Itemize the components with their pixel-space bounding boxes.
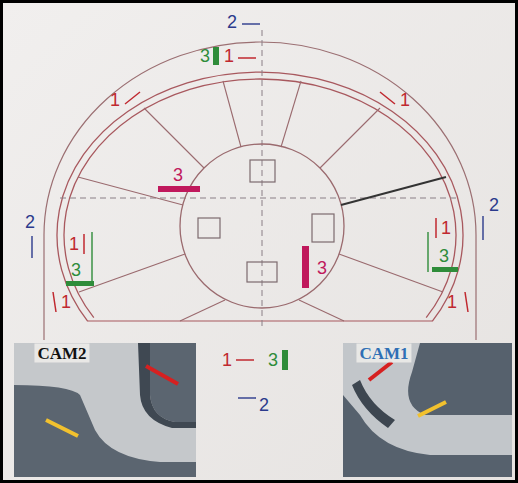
blue-marks: [32, 24, 483, 398]
green-marks: [66, 47, 458, 370]
callout-number: 3: [71, 261, 81, 279]
callout-number: 1: [447, 293, 457, 311]
cam2-photo: [14, 343, 196, 477]
callout-number: 1: [441, 219, 451, 237]
hub-circle: [180, 144, 344, 308]
callout-number: 1: [110, 91, 120, 109]
dark-spoke: [341, 177, 446, 205]
callout-number: 3: [439, 247, 449, 265]
callout-number: 2: [25, 213, 35, 231]
callout-number: 3: [317, 259, 327, 277]
outer-arc: [44, 42, 476, 340]
callout-number: 3: [268, 351, 278, 369]
callout-number: 1: [400, 91, 410, 109]
callout-number: 2: [489, 196, 499, 214]
red-marks: [53, 58, 468, 360]
spokes: [78, 81, 443, 321]
lining-outer: [57, 72, 463, 321]
callout-number: 3: [173, 166, 183, 184]
floor-line: [88, 320, 432, 321]
camera-label: CAM1: [356, 344, 411, 363]
callout-number: 1: [222, 351, 232, 369]
callout-number: 2: [259, 396, 269, 414]
callout-number: 2: [227, 13, 237, 31]
hub-boxes: [198, 160, 334, 282]
callout-number: 1: [69, 235, 79, 253]
axis-horizontal: [60, 198, 460, 199]
magenta-marks: [158, 186, 309, 288]
camera-label: CAM2: [34, 344, 89, 363]
cam1-photo: [343, 343, 512, 477]
callout-number: 1: [61, 293, 71, 311]
callout-number: 1: [224, 47, 234, 65]
axis-vertical: [262, 30, 263, 330]
callout-number: 3: [200, 47, 210, 65]
